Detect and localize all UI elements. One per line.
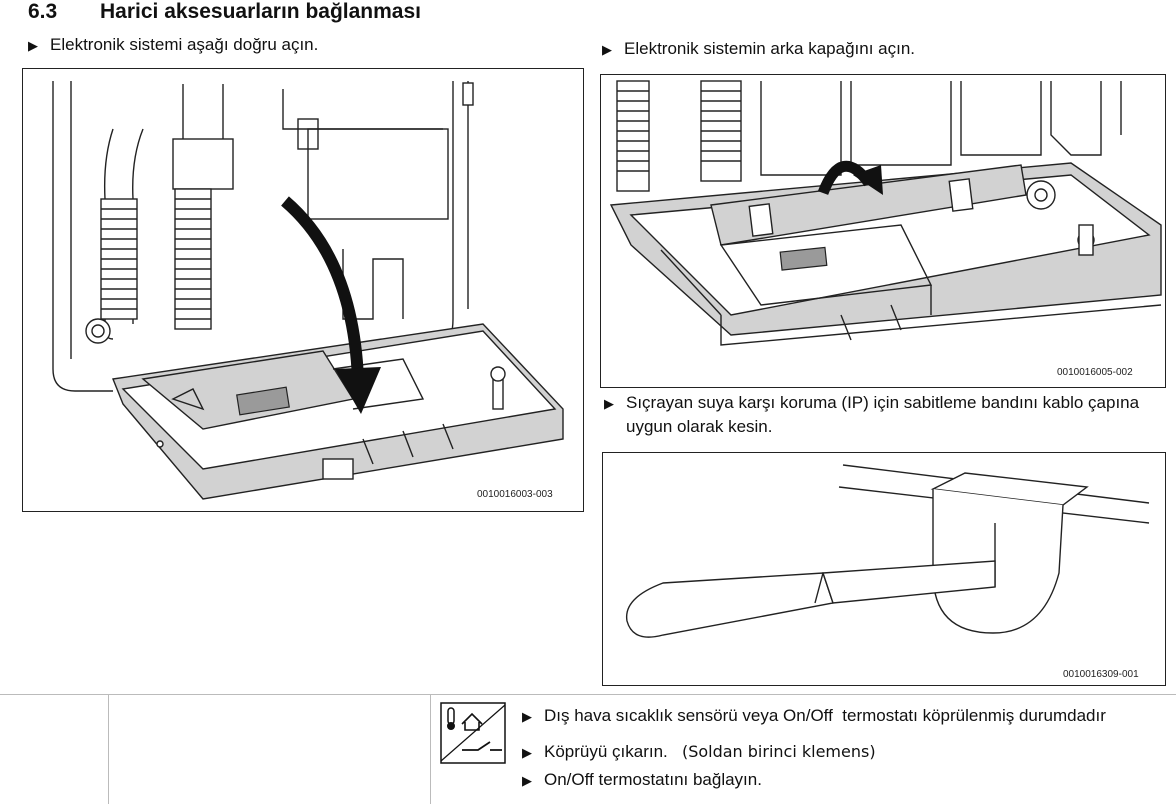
bullet-triangle-icon: ▶ — [522, 773, 532, 788]
step-open-back: ▶ Elektronik sistemin arka kapağını açın. — [602, 38, 915, 61]
bullet-triangle-icon: ▶ — [522, 709, 532, 724]
figure-open-back-cover-code: 0010016005-002 — [1057, 367, 1133, 378]
bullet-triangle-icon: ▶ — [604, 396, 614, 411]
figure-cut-band-code: 0010016309-001 — [1063, 669, 1139, 680]
table-column-divider-1 — [108, 694, 109, 804]
section-heading: 6.3 Harici aksesuarların bağlanması — [28, 0, 421, 24]
table-step-remove-bridge: ▶ Köprüyü çıkarın. (Soldan birinci klemen… — [522, 742, 876, 762]
table-step-remove-bridge-note: (Soldan birinci klemens) — [681, 742, 876, 761]
table-step-connect-thermostat: ▶ On/Off termostatını bağlayın. — [522, 770, 762, 790]
bullet-triangle-icon: ▶ — [28, 38, 38, 53]
figure-cut-band-drawing — [625, 464, 1150, 638]
step-cut-band-text: Sıçrayan suya karşı koruma (IP) için sab… — [626, 393, 1140, 412]
figure-open-back-cover: 0010016005-002 — [600, 74, 1166, 388]
thermometer-house-switch-icon-svg — [440, 702, 506, 764]
figure-open-electronics: 0010016003-003 — [22, 68, 584, 512]
section-title: Harici aksesuarların bağlanması — [100, 0, 421, 23]
step-open-back-text: Elektronik sistemin arka kapağını açın. — [624, 39, 916, 58]
table-step-bridged: ▶ Dış hava sıcaklık sensörü veya On/Off t… — [522, 706, 1106, 726]
step-cut-band: ▶ Sıçrayan suya karşı koruma (IP) için sa… — [604, 392, 1139, 415]
bullet-triangle-icon: ▶ — [602, 42, 612, 57]
section-number: 6.3 — [28, 0, 58, 23]
thermometer-house-switch-icon — [440, 702, 508, 764]
figure-open-back-cover-drawing — [609, 80, 1162, 346]
step-open-down: ▶ Elektronik sistemi aşağı doğru açın. — [28, 34, 318, 57]
table-step-connect-thermostat-text: On/Off termostatını bağlayın. — [544, 770, 762, 789]
figure-open-electronics-drawing — [52, 81, 564, 500]
figure-cut-band: 0010016309-001 — [602, 452, 1166, 686]
table-step-remove-bridge-text: Köprüyü çıkarın. — [544, 742, 668, 761]
table-column-divider-2 — [430, 694, 431, 804]
table-top-border — [0, 694, 1176, 695]
step-open-down-text: Elektronik sistemi aşağı doğru açın. — [50, 35, 319, 54]
table-step-bridged-text-b: termostatı köprülenmiş durumdadır — [842, 706, 1106, 725]
table-step-bridged-text-a: Dış hava sıcaklık sensörü veya On/Off — [544, 706, 833, 725]
figure-open-electronics-code: 0010016003-003 — [477, 489, 553, 500]
step-cut-band-cont: uygun olarak kesin. — [626, 417, 773, 436]
bullet-triangle-icon: ▶ — [522, 745, 532, 760]
